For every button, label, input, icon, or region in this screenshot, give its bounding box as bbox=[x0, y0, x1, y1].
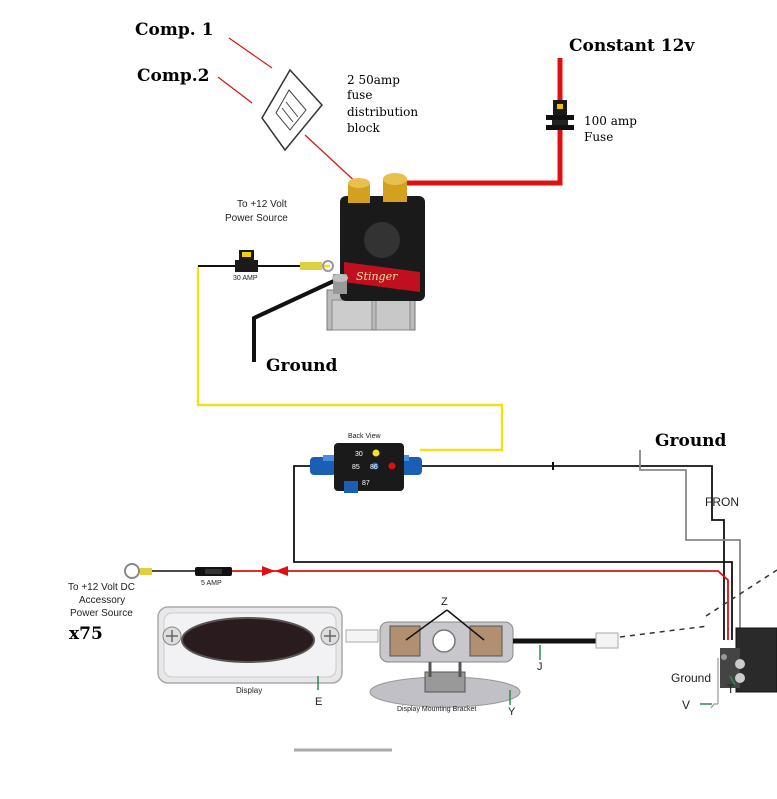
letter-y: Y bbox=[508, 706, 516, 718]
fuse-block-label-2: fuse bbox=[347, 88, 372, 102]
control-module bbox=[700, 627, 777, 709]
letter-v: V bbox=[682, 698, 690, 712]
fuse-block-label-4: block bbox=[347, 121, 380, 135]
ground-bottom-label: Ground bbox=[671, 671, 711, 685]
relay-loop-wire bbox=[293, 465, 733, 640]
mounting-bracket bbox=[345, 621, 619, 708]
ring-terminal-accessory bbox=[124, 563, 152, 579]
yellow-signal-wire bbox=[196, 266, 504, 452]
comp1-label: Comp. 1 bbox=[135, 20, 213, 40]
inline-connector bbox=[262, 566, 288, 576]
x75-label: x75 bbox=[69, 624, 103, 644]
comp2-label: Comp.2 bbox=[137, 66, 210, 86]
letter-j: J bbox=[537, 661, 543, 673]
fuse-distribution-block bbox=[261, 68, 323, 152]
fuse30-label: 30 AMP bbox=[233, 275, 258, 282]
fuse100-label-2: Fuse bbox=[584, 130, 613, 144]
bracket-label: Display Mounting Bracket bbox=[397, 706, 476, 713]
relay-title: Back View bbox=[348, 433, 381, 440]
accessory-red-wire bbox=[232, 570, 729, 640]
ring-terminal bbox=[300, 260, 334, 272]
display-unit bbox=[157, 606, 343, 690]
right-ground-wire bbox=[639, 450, 741, 640]
fuse-100amp bbox=[546, 100, 574, 130]
fuse-block-label-3: distribution bbox=[347, 105, 418, 119]
z-leader-left bbox=[405, 609, 448, 641]
ground-solenoid-label: Ground bbox=[266, 356, 338, 376]
fuse-block-label-1: 2 50amp bbox=[347, 73, 400, 87]
fuse5-label: 5 AMP bbox=[201, 580, 222, 587]
accessory-label-2: Accessory bbox=[79, 595, 125, 606]
solenoid-ground-wire bbox=[252, 278, 337, 362]
display-label: Display bbox=[236, 686, 262, 695]
accessory-label-1: To +12 Volt DC bbox=[68, 582, 135, 593]
fuse-5amp bbox=[195, 567, 232, 576]
relay bbox=[310, 443, 422, 493]
fuse-30amp bbox=[235, 250, 258, 272]
comp2-leader-line bbox=[217, 76, 253, 104]
front-label: FRON bbox=[705, 495, 739, 509]
power-source-label-2: Power Source bbox=[225, 213, 288, 224]
constant-12v-wire bbox=[405, 58, 563, 186]
fuse100-label-1: 100 amp bbox=[584, 114, 637, 128]
dashed-cable-top bbox=[705, 569, 777, 617]
relay-pin87: 87 bbox=[362, 480, 370, 487]
fuse-block-wire bbox=[304, 134, 361, 187]
letter-t: T bbox=[727, 682, 735, 696]
relay-pin85: 85 bbox=[352, 464, 360, 471]
relay-output-wire bbox=[418, 465, 725, 640]
comp1-leader-line bbox=[228, 37, 273, 69]
constant-12v-label: Constant 12v bbox=[569, 36, 695, 56]
relay-pin30: 30 bbox=[355, 451, 363, 458]
z-leader-right bbox=[446, 609, 485, 641]
letter-e: E bbox=[315, 696, 322, 708]
power-source-label-1: To +12 Volt bbox=[237, 199, 287, 210]
dashed-cable-j bbox=[619, 625, 709, 638]
svg-text:Stinger: Stinger bbox=[356, 270, 398, 283]
ground-right-label: Ground bbox=[655, 431, 727, 451]
accessory-label-3: Power Source bbox=[70, 608, 133, 619]
relay-pin86: 86 bbox=[370, 464, 378, 471]
solenoid: Stinger bbox=[326, 173, 425, 331]
letter-z: Z bbox=[441, 596, 448, 608]
